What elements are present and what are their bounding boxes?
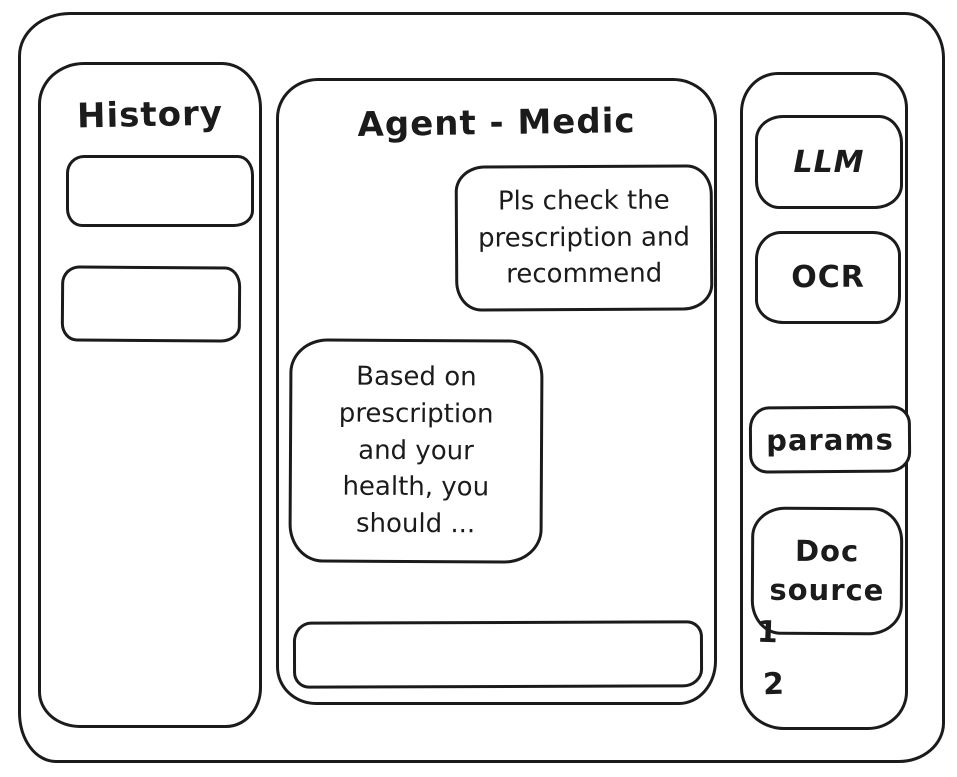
user-message-text: Pls check the prescription and recommend bbox=[477, 185, 690, 290]
history-item[interactable] bbox=[60, 265, 242, 343]
agent-message-text: Based on prescription and your health, y… bbox=[338, 361, 494, 540]
doc-source-item[interactable]: 2 bbox=[762, 666, 785, 703]
params-button[interactable]: params bbox=[748, 405, 912, 474]
ocr-button[interactable]: OCR bbox=[755, 231, 901, 324]
chat-title: Agent - Medic bbox=[357, 101, 636, 145]
llm-button[interactable]: LLM bbox=[755, 115, 903, 209]
tools-panel: LLM OCR params Doc source 1 2 bbox=[740, 72, 912, 730]
agent-message-bubble: Based on prescription and your health, y… bbox=[288, 338, 544, 564]
history-title: History bbox=[76, 93, 224, 137]
chat-panel: Agent - Medic Pls check the prescription… bbox=[276, 78, 717, 705]
doc-source-item[interactable]: 1 bbox=[756, 614, 779, 651]
history-item[interactable] bbox=[66, 155, 254, 227]
message-input[interactable] bbox=[292, 620, 704, 689]
history-panel: History bbox=[38, 62, 262, 728]
user-message-bubble: Pls check the prescription and recommend bbox=[454, 164, 714, 312]
